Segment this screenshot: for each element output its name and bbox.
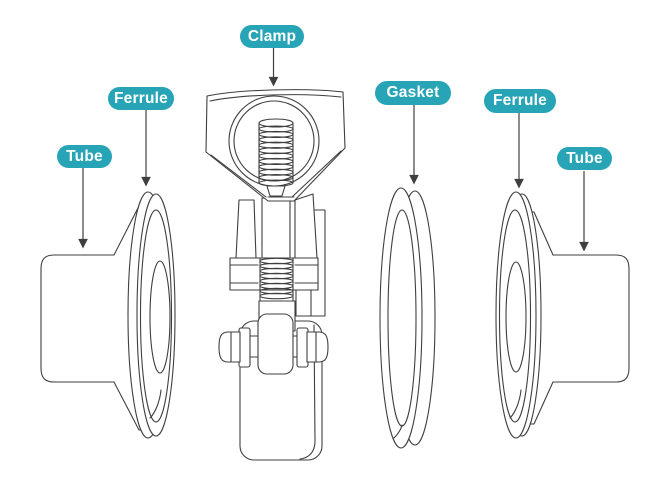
label-clamp: Clamp: [240, 25, 304, 48]
label-ferrule-left: Ferrule: [108, 87, 174, 110]
label-tube-left: Tube: [57, 145, 112, 168]
leader-arrows: [78, 48, 589, 252]
clamp-drawing: [205, 89, 346, 461]
label-gasket: Gasket: [375, 81, 451, 105]
label-tube-right: Tube: [557, 147, 612, 170]
ferrule-tube-right-drawing: [495, 191, 630, 439]
label-ferrule-right: Ferrule: [484, 89, 556, 113]
tube-ferrule-left-drawing: [40, 191, 176, 439]
gasket-drawing: [379, 187, 436, 449]
